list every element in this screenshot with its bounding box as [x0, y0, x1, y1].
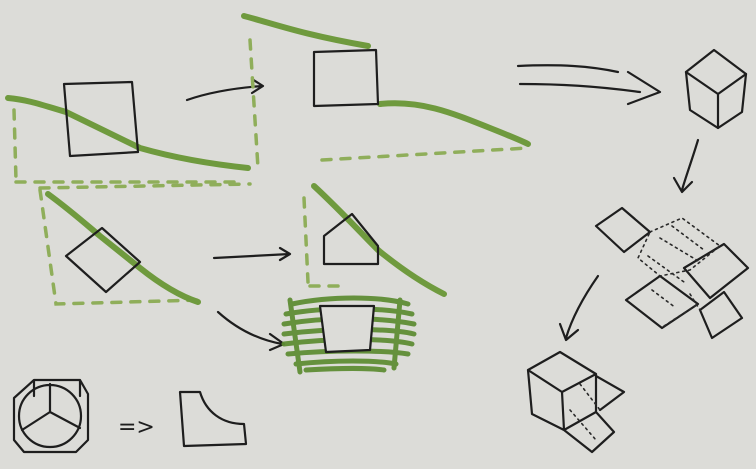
square-shape — [314, 50, 378, 106]
panel-cut-shape — [304, 186, 444, 294]
fold-lines — [638, 218, 720, 326]
slope-dashed-outline — [14, 110, 240, 182]
cube-outline — [686, 50, 746, 128]
cube-net-drawing — [596, 208, 748, 338]
l-profile-shape — [180, 392, 246, 446]
arrow-down-left — [560, 276, 598, 340]
cube-edges — [686, 72, 746, 128]
slope-line — [8, 98, 248, 168]
equivalence-arrow: => — [118, 415, 155, 440]
panel-square-after-cut — [244, 16, 528, 168]
folded-cube-outline — [528, 352, 624, 452]
panel-rotated-square — [40, 184, 250, 304]
slope-line — [314, 186, 444, 294]
arrow-right — [518, 65, 660, 104]
panel-trapezoid-in-ground — [284, 298, 414, 372]
arrow-down — [674, 140, 698, 192]
cube-drawing — [686, 50, 746, 128]
slope-line-bottom — [380, 103, 528, 144]
arrow-curved — [218, 312, 284, 350]
trapezoid-fill — [320, 306, 374, 352]
cube-with-circle-drawing — [14, 380, 88, 452]
slope-line-top — [244, 16, 368, 46]
panel-square-on-slope — [8, 82, 248, 182]
folded-cube-drawing — [528, 352, 624, 452]
arrow-right — [214, 248, 290, 260]
slope-dashed-outline — [40, 184, 250, 304]
